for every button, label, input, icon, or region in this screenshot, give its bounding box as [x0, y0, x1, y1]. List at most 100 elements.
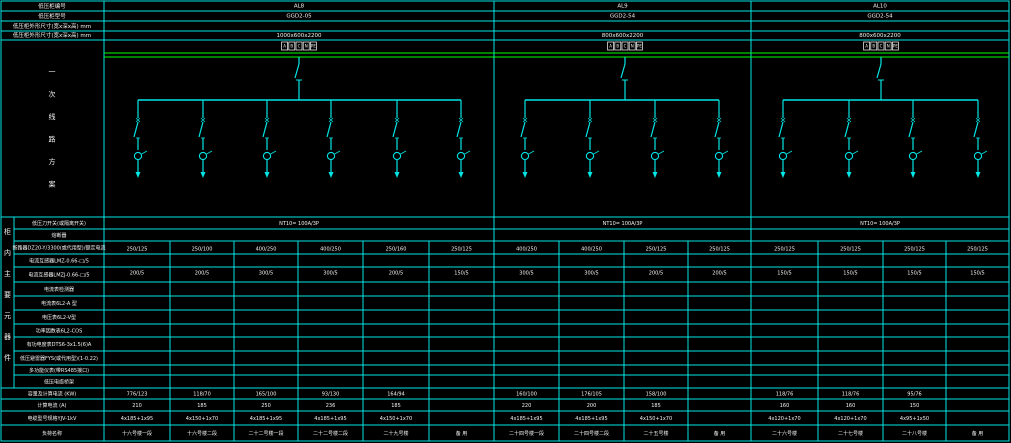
feeder-switch-blade — [392, 121, 398, 138]
footer-cell-current: 250 — [261, 403, 271, 409]
component-row-label: 多功能仪表(带RS485接口) — [29, 367, 89, 374]
feeder-switch-blade — [585, 121, 591, 138]
ct-ratio: 300/5 — [259, 271, 273, 277]
output-arrow — [135, 172, 141, 178]
feeder-switch-blade — [262, 121, 268, 138]
ct-tap — [270, 150, 277, 155]
footer-cell-load: 备 用 — [714, 430, 726, 437]
footer-cell-load: 二十四号楼一段 — [509, 430, 544, 437]
footer-cell-capacity: 776/123 — [127, 392, 148, 398]
panel-note: NT10= 100A/3P — [603, 221, 643, 227]
component-row-label: 电压表6L2-V型 — [42, 314, 76, 321]
bus-tag-box — [295, 41, 303, 51]
bus-tag-label: A — [609, 44, 612, 49]
feeder-switch-blade — [778, 121, 784, 138]
breaker-x-mark — [975, 117, 981, 123]
bus-tag-box — [614, 41, 622, 51]
panel-dims: 1000x600x2200 — [276, 33, 322, 39]
footer-cell-capacity: 158/100 — [646, 392, 667, 398]
output-arrow — [394, 172, 400, 178]
footer-cell-load: 备 用 — [972, 430, 984, 437]
component-row-label: 功率因数表6L2-COS — [36, 328, 83, 335]
bus-tag-box — [877, 41, 885, 51]
footer-cell-capacity: 95/76 — [907, 392, 921, 398]
footer-row-label: 电缆型号规格YJV-1kV — [28, 415, 78, 422]
ct-circle — [973, 151, 983, 161]
panel-model: GGD2-54 — [867, 14, 893, 20]
ct-ratio: 200/5 — [130, 271, 144, 277]
ct-tap — [528, 150, 535, 155]
footer-cell-cable: 4x185+1x95 — [314, 416, 346, 422]
bus-tag-label: N — [887, 44, 890, 49]
primary-label-char: 路 — [49, 135, 56, 144]
breaker-x-mark — [910, 117, 916, 123]
incomer-switch-blade — [876, 63, 882, 79]
footer-cell-current: 150 — [910, 403, 920, 409]
bus-tag-box — [870, 41, 878, 51]
footer-cell-capacity: 118/76 — [776, 392, 794, 398]
footer-cell-cable: 4x150+1x70 — [380, 416, 412, 422]
footer-cell-cable: 4x185+1x95 — [250, 416, 282, 422]
ct-tap — [722, 150, 729, 155]
bus-tag-label: B — [290, 44, 293, 49]
component-side-char: 元 — [4, 312, 11, 320]
breaker-x-mark — [522, 117, 528, 123]
ct-ratio: 200/5 — [649, 271, 663, 277]
footer-cell-capacity: 160/100 — [516, 392, 537, 398]
breaker-rating: 250/125 — [774, 247, 795, 253]
ct-circle — [456, 151, 466, 161]
bus-tag-box — [288, 41, 296, 51]
output-arrow — [652, 172, 658, 178]
footer-cell-cable: 4x95+1x50 — [900, 416, 929, 422]
breaker-x-mark — [264, 117, 270, 123]
primary-label-char: 方 — [49, 157, 56, 166]
header-row-label: 低压柜外形尺寸(宽x深x高) mm — [13, 31, 91, 39]
output-arrow — [780, 172, 786, 178]
incomer-switch-blade — [620, 63, 626, 79]
ct-circle — [520, 151, 530, 161]
ct-ratio: 300/5 — [323, 271, 337, 277]
ct-tap — [981, 150, 988, 155]
component-row-label: 熔断器 — [51, 232, 66, 239]
bus-tag-label: B — [616, 44, 619, 49]
footer-cell-capacity: 176/105 — [581, 392, 602, 398]
footer-cell-current: 185 — [391, 403, 401, 409]
footer-cell-load: 备 用 — [456, 430, 468, 437]
bus-tag-box — [884, 41, 892, 51]
footer-cell-cable: 4x120+1x70 — [834, 416, 866, 422]
output-arrow — [264, 172, 270, 178]
ct-circle — [585, 151, 595, 161]
footer-cell-current: 236 — [326, 403, 336, 409]
footer-cell-current: 220 — [522, 403, 532, 409]
component-row-label: 低压电缆桥架 — [44, 379, 74, 386]
bus-tag-label: C — [880, 44, 883, 49]
breaker-x-mark — [200, 117, 206, 123]
footer-cell-capacity: 118/76 — [842, 392, 860, 398]
footer-cell-load: 二十二号楼一段 — [248, 430, 283, 437]
component-row-label: 低压刀开关(或隔离开关) — [32, 220, 86, 227]
footer-cell-cable: 4x185+1x95 — [575, 416, 607, 422]
breaker-x-mark — [716, 117, 722, 123]
panel-note: NT10= 100A/3P — [279, 221, 319, 227]
breaker-rating: 400/250 — [320, 247, 341, 253]
footer-cell-cable: 4x150+1x70 — [640, 416, 672, 422]
breaker-rating: 250/125 — [709, 247, 730, 253]
breaker-rating: 250/100 — [192, 247, 213, 253]
ct-circle — [133, 151, 143, 161]
output-arrow — [716, 172, 722, 178]
ct-tap — [141, 150, 148, 155]
footer-cell-capacity: 165/100 — [256, 392, 277, 398]
breaker-rating: 250/125 — [840, 247, 861, 253]
breaker-rating: 250/125 — [904, 247, 925, 253]
breaker-x-mark — [780, 117, 786, 123]
ct-ratio: 150/5 — [777, 271, 791, 277]
bus-tag-label: B — [872, 44, 875, 49]
footer-cell-current: 160 — [846, 403, 856, 409]
footer-cell-current: 200 — [587, 403, 597, 409]
footer-cell-capacity: 93/130 — [322, 392, 340, 398]
ct-circle — [714, 151, 724, 161]
ct-tap — [593, 150, 600, 155]
ct-ratio: 300/5 — [584, 271, 598, 277]
feeder-switch-blade — [844, 121, 850, 138]
